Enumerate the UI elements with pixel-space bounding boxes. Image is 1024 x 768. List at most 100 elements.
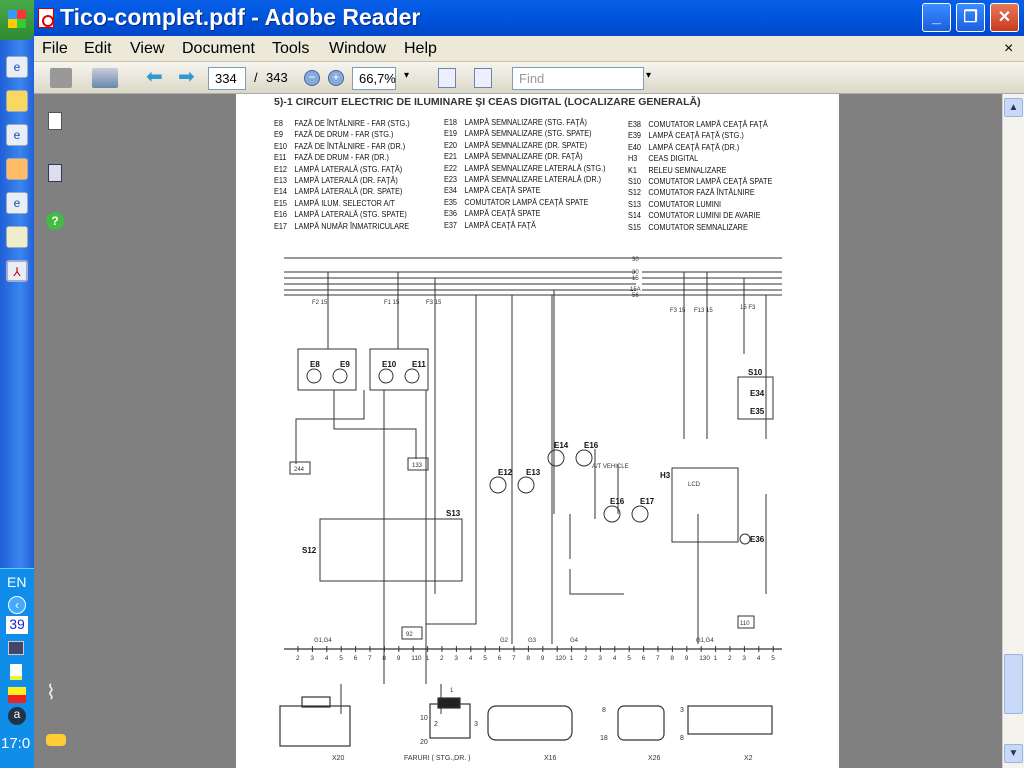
ruler-pin-number: 3 bbox=[598, 655, 602, 662]
print-icon[interactable] bbox=[50, 68, 72, 88]
navigation-panel: ? ⌇ bbox=[34, 94, 76, 768]
vertical-scrollbar[interactable]: ▲ ▼ bbox=[1002, 94, 1024, 768]
attachments-icon[interactable]: ⌇ bbox=[46, 682, 56, 704]
zoom-in-icon[interactable]: + bbox=[328, 70, 344, 86]
help-icon[interactable]: ? bbox=[46, 212, 64, 230]
legend-text: LAMPĂ ILUM. SELECTOR A/T bbox=[294, 197, 395, 208]
ruler-pin-number: 1 bbox=[426, 655, 430, 662]
maximize-button[interactable]: ❐ bbox=[956, 3, 985, 32]
legend-code: H3 bbox=[628, 153, 638, 164]
ruler-pin-number: 5 bbox=[483, 655, 487, 662]
ruler-pin-number: 4 bbox=[613, 655, 617, 662]
pages-icon[interactable] bbox=[48, 112, 62, 130]
tray-app-icon[interactable]: a bbox=[8, 707, 26, 725]
zoom-input[interactable]: 66,7% bbox=[352, 67, 396, 90]
component-label: E16 bbox=[584, 441, 599, 450]
component-label: S13 bbox=[446, 509, 461, 518]
fit-width-icon[interactable] bbox=[438, 68, 456, 88]
menu-view[interactable]: View bbox=[130, 40, 165, 57]
network-icon[interactable] bbox=[8, 641, 24, 655]
minimize-button[interactable]: _ bbox=[922, 3, 951, 32]
scroll-thumb[interactable] bbox=[1004, 654, 1023, 714]
legend-text: COMUTATOR LAMPĂ CEAŢĂ SPATE bbox=[648, 176, 773, 187]
zoom-out-icon[interactable]: − bbox=[304, 70, 320, 86]
menu-document[interactable]: Document bbox=[182, 40, 255, 57]
previous-page-icon[interactable]: ⬅ bbox=[146, 66, 163, 88]
ruler-pin-number: 110 bbox=[411, 655, 422, 662]
legend-code: E11 bbox=[274, 152, 287, 163]
ruler-pin-number: 9 bbox=[397, 655, 401, 662]
component-label: E12 bbox=[498, 468, 513, 477]
start-button[interactable] bbox=[0, 0, 34, 40]
tray-badge[interactable]: 39 bbox=[6, 616, 28, 634]
menu-file[interactable]: File bbox=[42, 40, 68, 57]
zoom-dropdown-icon[interactable]: ▾ bbox=[404, 70, 410, 81]
fuse-label: 15 F3 bbox=[740, 305, 756, 311]
legend-code: E8 bbox=[274, 118, 283, 128]
folder-icon[interactable] bbox=[6, 90, 28, 112]
ie-icon[interactable]: e bbox=[6, 56, 28, 78]
page-number-input[interactable]: 334 bbox=[208, 67, 246, 90]
comments-icon[interactable] bbox=[46, 734, 66, 746]
vehicle-label: A/T VEHICLE bbox=[592, 464, 629, 470]
next-page-icon[interactable]: ➡ bbox=[178, 66, 195, 88]
fit-page-icon[interactable] bbox=[474, 68, 492, 88]
ie-icon[interactable]: e bbox=[6, 192, 28, 214]
language-indicator[interactable]: EN bbox=[7, 574, 27, 590]
block-label: 92 bbox=[406, 632, 413, 638]
component-label: E9 bbox=[340, 360, 350, 369]
ruler-pin-number: 1 bbox=[570, 655, 574, 662]
menu-help[interactable]: Help bbox=[404, 40, 437, 57]
component-label: S12 bbox=[302, 546, 317, 555]
tray-app-icon[interactable] bbox=[8, 687, 26, 703]
ruler-pin-number: 7 bbox=[656, 655, 660, 662]
ruler-pin-number: 2 bbox=[296, 655, 300, 662]
printer-icon[interactable] bbox=[6, 226, 28, 248]
tray-app-icon[interactable] bbox=[10, 664, 22, 680]
menu-bar: File Edit View Document Tools Window Hel… bbox=[34, 36, 1024, 62]
bookmarks-icon[interactable] bbox=[48, 164, 62, 182]
share-icon[interactable] bbox=[92, 68, 118, 88]
menu-window[interactable]: Window bbox=[329, 40, 386, 57]
legend-code: S13 bbox=[628, 198, 642, 209]
app-icon[interactable] bbox=[6, 158, 28, 180]
clock[interactable]: 17:0 bbox=[1, 735, 31, 752]
menu-edit[interactable]: Edit bbox=[84, 40, 112, 57]
close-button[interactable]: ✕ bbox=[990, 3, 1019, 32]
legend-text: COMUTATOR LAMPĂ CEAŢĂ FAŢĂ bbox=[648, 119, 768, 129]
page-heading: 5)-1 CIRCUIT ELECTRIC DE ILUMINARE ŞI CE… bbox=[274, 96, 701, 108]
legend-text: FAZĂ DE DRUM - FAR (STG.) bbox=[294, 129, 394, 140]
tray-expand-icon[interactable]: ‹ bbox=[8, 596, 26, 614]
ground-label: G2 bbox=[500, 638, 509, 644]
ruler-pin-number: 6 bbox=[642, 655, 646, 662]
ruler-pin-number: 8 bbox=[670, 655, 674, 662]
fuse-label: F3 15 bbox=[426, 300, 442, 306]
bus-label: 15 bbox=[632, 276, 639, 282]
block-label: 110 bbox=[740, 621, 750, 627]
ie-icon[interactable]: e bbox=[6, 124, 28, 146]
menu-tools[interactable]: Tools bbox=[272, 40, 310, 57]
ground-label: G4 bbox=[570, 638, 579, 644]
document-close-button[interactable]: × bbox=[1004, 40, 1014, 57]
find-dropdown-icon[interactable]: ▾ bbox=[646, 70, 652, 81]
wires bbox=[295, 272, 767, 714]
toolbar: ⬅ ➡ 334 / 343 − + 66,7% ▾ Find ▾ bbox=[34, 62, 1024, 94]
bus-label: 56 bbox=[632, 293, 639, 299]
find-input[interactable]: Find bbox=[512, 67, 644, 90]
ruler-pin-number: 7 bbox=[368, 655, 372, 662]
legend-text: LAMPĂ CEAŢĂ SPATE bbox=[464, 208, 541, 219]
pdf-file-icon bbox=[38, 8, 54, 28]
scroll-down-button[interactable]: ▼ bbox=[1004, 744, 1023, 763]
scroll-up-button[interactable]: ▲ bbox=[1004, 98, 1023, 117]
adobe-reader-task-icon[interactable]: ⅄ bbox=[6, 260, 28, 282]
ruler-pin-number: 5 bbox=[339, 655, 343, 662]
